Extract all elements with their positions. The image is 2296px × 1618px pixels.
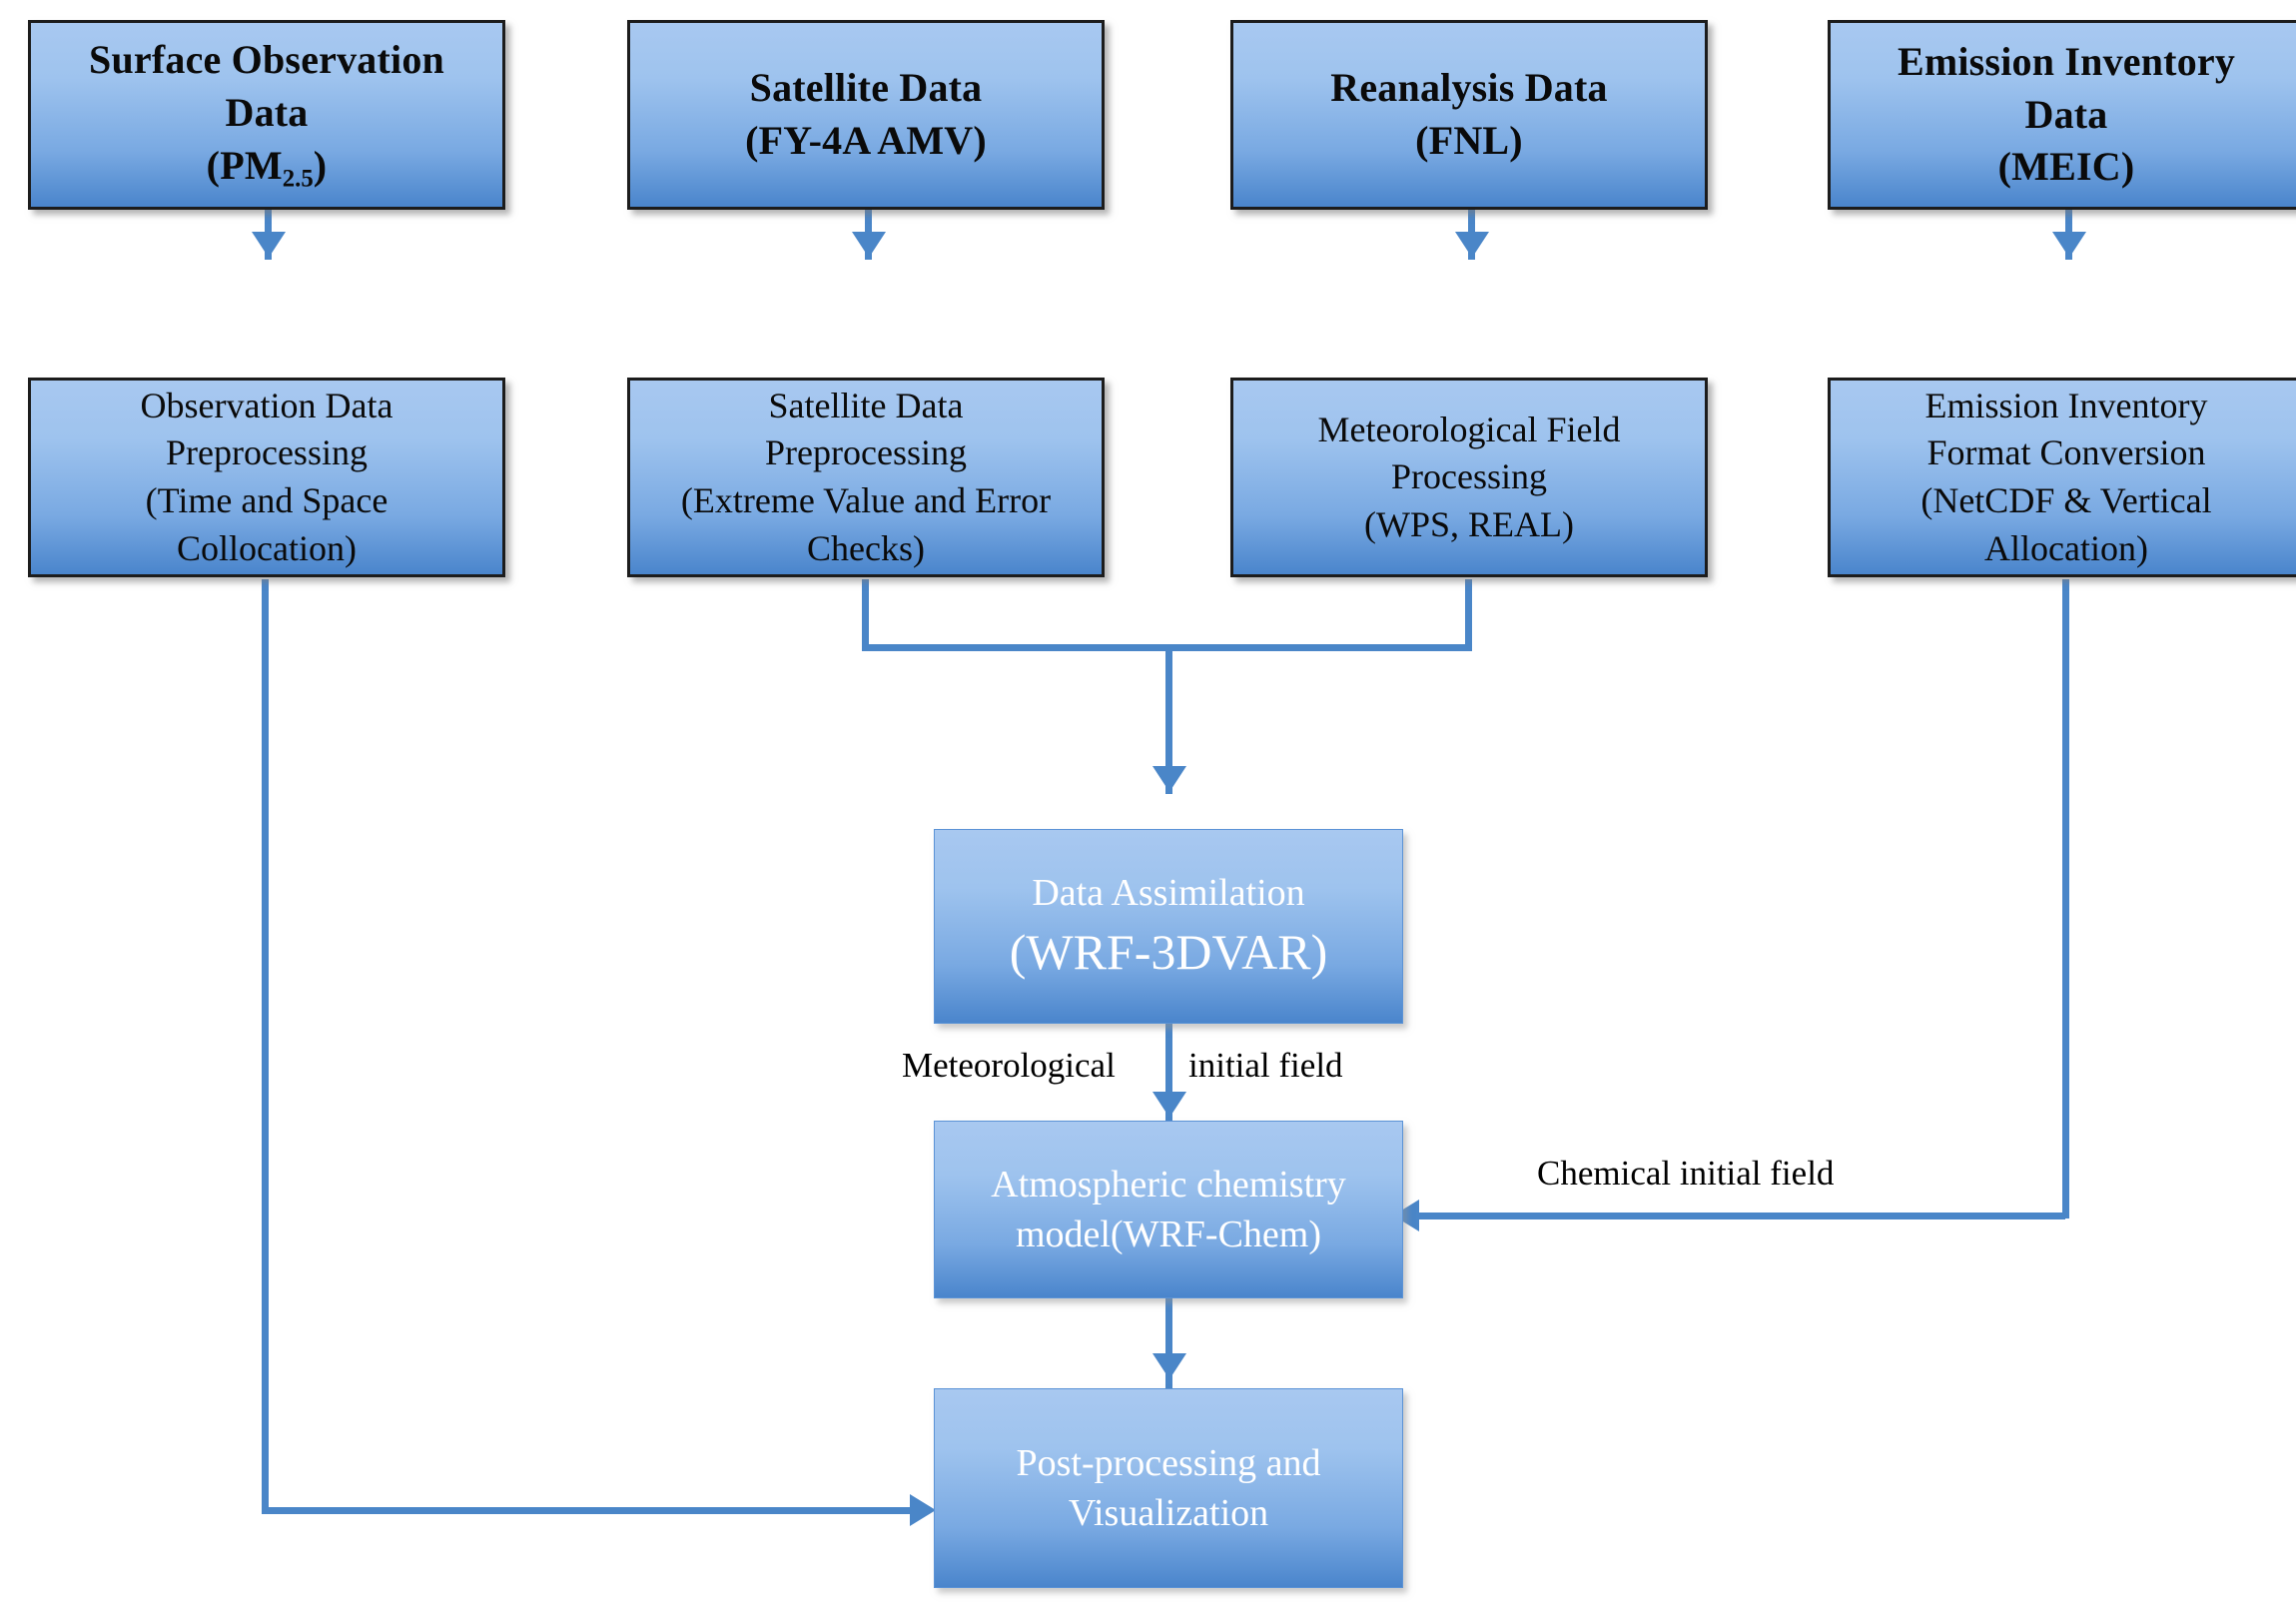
emis-conv-line1: Emission Inventory	[1924, 385, 2208, 425]
surface-observation-line3: (PM2.5)	[206, 142, 328, 193]
connector-assimilation-to-chem	[1165, 1021, 1172, 1121]
node-reanalysis-data[interactable]: Reanalysis Data (FNL)	[1230, 20, 1708, 210]
emis-conv-line4: Allocation)	[1984, 527, 2148, 568]
emis-conv-line2: Format Conversion	[1926, 432, 2206, 473]
surface-observation-line1: Surface Observation	[89, 37, 444, 83]
obs-preproc-line4: Collocation)	[177, 527, 357, 568]
node-observation-data-preprocessing[interactable]: Observation Data Preprocessing (Time and…	[28, 378, 505, 577]
node-post-processing-visualization[interactable]: Post-processing and Visualization	[934, 1388, 1403, 1588]
met-proc-line1: Meteorological Field	[1317, 408, 1621, 449]
node-data-assimilation[interactable]: Data Assimilation (WRF-3DVAR)	[934, 829, 1403, 1024]
label-meteorological: Meteorological	[902, 1046, 1116, 1085]
node-satellite-data-preprocessing[interactable]: Satellite Data Preprocessing (Extreme Va…	[627, 378, 1105, 577]
reanalysis-data-line1: Reanalysis Data	[1330, 65, 1608, 111]
arrowhead-source3-to-process3	[1455, 232, 1489, 258]
postprocess-line1: Post-processing and	[1016, 1441, 1321, 1484]
node-emission-inventory-format-conversion[interactable]: Emission Inventory Format Conversion (Ne…	[1828, 378, 2296, 577]
connector-emission-to-chem	[1418, 1213, 2065, 1219]
satellite-data-line1: Satellite Data	[749, 65, 983, 111]
node-satellite-data[interactable]: Satellite Data (FY-4A AMV)	[627, 20, 1105, 210]
met-proc-line3: (WPS, REAL)	[1364, 503, 1574, 544]
connector-observation-to-postprocess	[262, 1507, 918, 1514]
connector-merge-to-assimilation	[1165, 644, 1172, 794]
node-surface-observation-data[interactable]: Surface Observation Data (PM2.5)	[28, 20, 505, 210]
connector-process2-drop	[862, 579, 869, 649]
emission-inventory-line1: Emission Inventory	[1897, 38, 2236, 84]
node-emission-inventory-data[interactable]: Emission Inventory Data (MEIC)	[1828, 20, 2296, 210]
satellite-data-line2: (FY-4A AMV)	[745, 118, 987, 163]
arrowhead-assimilation-to-chem	[1152, 1092, 1186, 1118]
arrowhead-source2-to-process2	[852, 232, 886, 258]
node-meteorological-field-processing[interactable]: Meteorological Field Processing (WPS, RE…	[1230, 378, 1708, 577]
node-atmospheric-chemistry-model[interactable]: Atmospheric chemistry model(WRF-Chem)	[934, 1121, 1403, 1298]
obs-preproc-line3: (Time and Space	[145, 480, 388, 520]
arrowhead-observation-to-postprocess	[910, 1494, 936, 1526]
obs-preproc-line2: Preprocessing	[166, 432, 368, 473]
emis-conv-line3: (NetCDF & Vertical	[1920, 480, 2212, 520]
sat-preproc-line2: Preprocessing	[765, 432, 967, 473]
sat-preproc-line1: Satellite Data	[768, 385, 964, 425]
connector-emission-drop	[2062, 579, 2069, 1218]
connector-chem-to-postprocess	[1165, 1293, 1172, 1388]
met-proc-line2: Processing	[1391, 456, 1547, 497]
emission-inventory-line2: Data	[2024, 91, 2108, 137]
assimilation-line2: (WRF-3DVAR)	[1009, 923, 1328, 980]
connector-observation-drop	[262, 579, 269, 1514]
assimilation-line1: Data Assimilation	[1032, 872, 1305, 915]
chem-model-line2: model(WRF-Chem)	[1015, 1214, 1322, 1255]
sat-preproc-line3: (Extreme Value and Error	[680, 480, 1052, 520]
obs-preproc-line1: Observation Data	[140, 385, 393, 425]
sat-preproc-line4: Checks)	[807, 527, 925, 568]
connector-process3-drop	[1465, 579, 1472, 649]
chem-model-line1: Atmospheric chemistry	[991, 1163, 1346, 1206]
arrowhead-source1-to-process1	[252, 232, 286, 258]
surface-observation-line2: Data	[225, 89, 309, 135]
arrowhead-chem-to-postprocess	[1152, 1353, 1186, 1379]
label-initial-field: initial field	[1188, 1046, 1343, 1085]
emission-inventory-line3: (MEIC)	[1997, 144, 2135, 190]
label-chemical-initial-field: Chemical initial field	[1537, 1154, 1835, 1193]
postprocess-line2: Visualization	[1068, 1492, 1269, 1534]
arrowhead-source4-to-process4	[2052, 232, 2086, 258]
arrowhead-merge-to-assimilation	[1152, 766, 1186, 792]
reanalysis-data-line2: (FNL)	[1415, 118, 1523, 163]
